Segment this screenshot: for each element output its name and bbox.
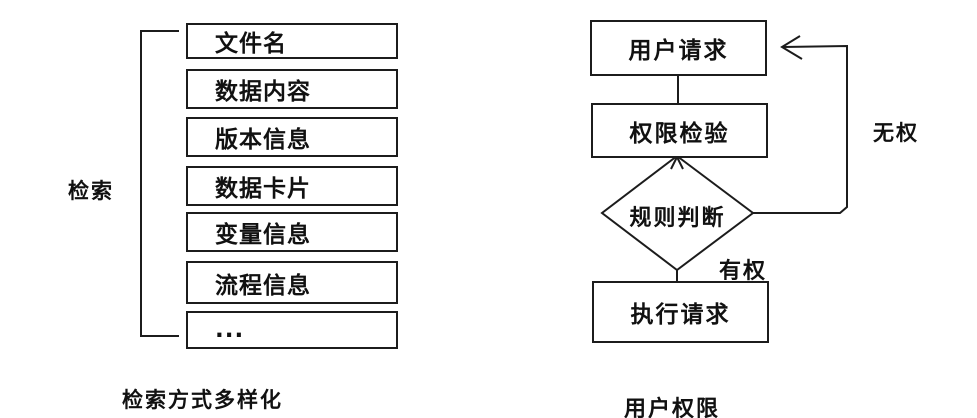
list-item-variable-info: 变量信息: [186, 212, 398, 252]
arrowhead-left-icon: [780, 35, 803, 60]
right-caption: 用户权限: [624, 397, 721, 418]
bracket-label: 检索: [68, 179, 114, 203]
edge-label-has-permission: 有权: [719, 259, 768, 284]
flow-node-user-request: 用户请求: [590, 20, 767, 76]
left-caption: 检索方式多样化: [122, 388, 283, 412]
left-bracket: [140, 30, 179, 337]
list-item-filename: 文件名: [186, 23, 398, 59]
list-item-version-info: 版本信息: [186, 117, 398, 157]
flow-node-permission-check: 权限检验: [591, 103, 768, 158]
edge-label-no-permission: 无权: [873, 121, 919, 145]
list-item-ellipsis: ...: [186, 311, 398, 349]
list-item-data-card: 数据卡片: [186, 166, 398, 206]
arrowhead-up-icon: [670, 154, 684, 170]
flow-node-rule-judgment: 规则判断: [629, 206, 726, 231]
flow-node-execute-request: 执行请求: [592, 281, 769, 343]
list-item-data-content: 数据内容: [186, 69, 398, 109]
list-item-process-info: 流程信息: [186, 261, 398, 304]
